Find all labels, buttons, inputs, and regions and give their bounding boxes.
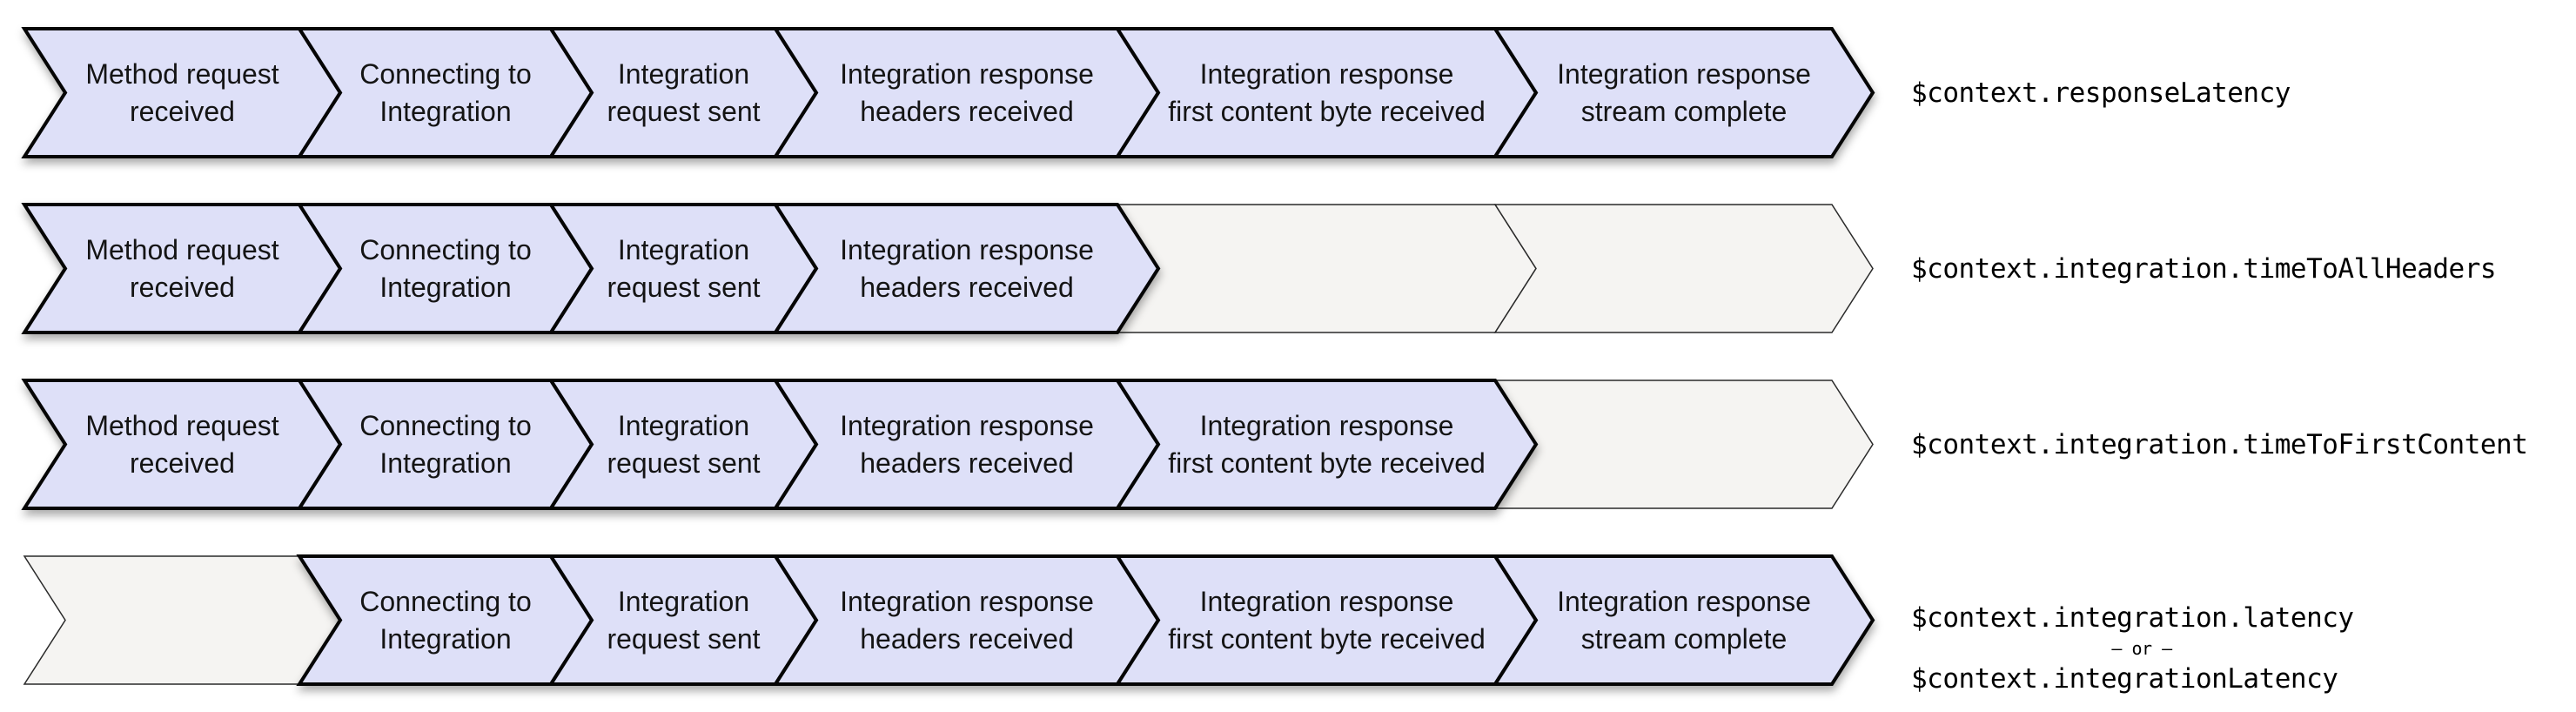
- row2-highlighted-group: [23, 203, 1160, 334]
- metric-integration-latency: $context.integration.latency: [1911, 602, 2354, 634]
- row2-chevron-empty-stream-complete: [1494, 204, 1874, 333]
- row1-chevron-method-request-received: [23, 27, 342, 158]
- metric-time-to-all-headers: $context.integration.timeToAllHeaders: [1911, 252, 2497, 285]
- row1-highlighted-group: [23, 27, 1875, 158]
- row4-chevron-integration-request-sent: [549, 554, 818, 686]
- row2-chevron-empty-first-content-byte: [1117, 204, 1537, 333]
- row3-chevron-connecting-to-integration: [298, 379, 594, 510]
- metric-response-latency: $context.responseLatency: [1911, 77, 2291, 109]
- row3-chevron-empty-stream-complete: [1494, 380, 1874, 509]
- metric-integration-latency-block: $context.integration.latency – or – $con…: [1911, 574, 2576, 712]
- row1-chevron-first-content-byte: [1116, 27, 1538, 158]
- row2-chevron-integration-request-sent: [549, 203, 818, 334]
- row4-highlighted-group: [298, 554, 1875, 686]
- row3-highlighted-group: [23, 379, 1538, 510]
- row2-chevron-connecting-to-integration: [298, 203, 594, 334]
- row3-chevron-integration-request-sent: [549, 379, 818, 510]
- row4-chevron-empty-method-request: [23, 555, 341, 685]
- metric-integration-latency-alt: $context.integrationLatency: [1911, 663, 2338, 695]
- row3-chevron-headers-received: [774, 379, 1160, 510]
- row2-chevron-method-request-received: [23, 203, 342, 334]
- metric-time-to-first-content: $context.integration.timeToFirstContent: [1911, 428, 2528, 460]
- row4-chevron-stream-complete: [1493, 554, 1875, 686]
- row3-chevron-first-content-byte: [1116, 379, 1538, 510]
- row1-chevron-stream-complete: [1493, 27, 1875, 158]
- row1-chevron-headers-received: [774, 27, 1160, 158]
- row2-chevron-headers-received: [774, 203, 1160, 334]
- row1-chevron-integration-request-sent: [549, 27, 818, 158]
- row1-chevron-connecting-to-integration: [298, 27, 594, 158]
- row4-chevron-connecting-to-integration: [298, 554, 594, 686]
- metric-or-separator: – or –: [2111, 638, 2172, 659]
- row3-chevron-method-request-received: [23, 379, 342, 510]
- row4-chevron-headers-received: [774, 554, 1160, 686]
- row4-chevron-first-content-byte: [1116, 554, 1538, 686]
